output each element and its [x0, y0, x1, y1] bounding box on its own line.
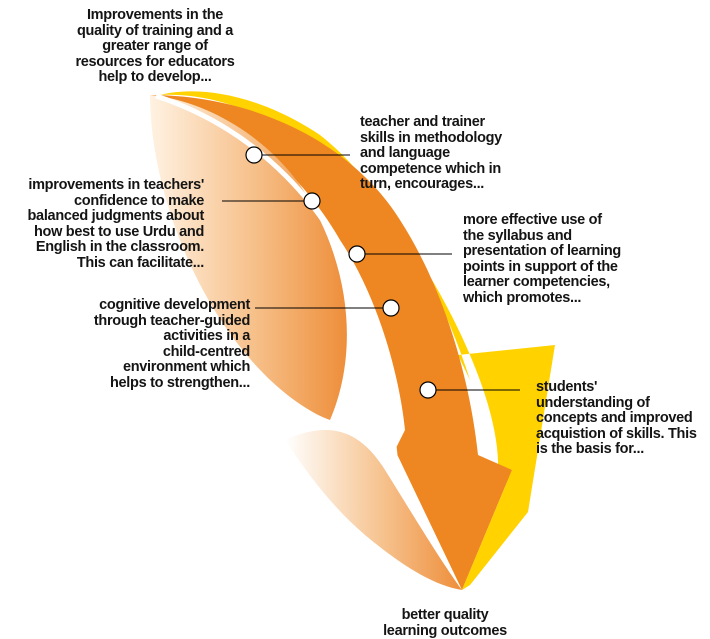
- step-2-text: improvements in teachers' confidence to …: [0, 178, 204, 271]
- step-5-text: students' understanding of concepts and …: [536, 380, 710, 458]
- step-marker-3: [349, 246, 365, 262]
- step-marker-5: [420, 382, 436, 398]
- step-marker-4: [383, 300, 399, 316]
- step-marker-1: [246, 147, 262, 163]
- intro-text: Improvements in the quality of training …: [40, 8, 270, 86]
- step-4-text: cognitive development through teacher-gu…: [40, 298, 250, 391]
- outcome-text: better quality learning outcomes: [350, 608, 540, 639]
- step-1-text: teacher and trainer skills in methodolog…: [360, 115, 560, 193]
- step-marker-2: [304, 193, 320, 209]
- step-3-text: more effective use of the syllabus and p…: [463, 213, 663, 306]
